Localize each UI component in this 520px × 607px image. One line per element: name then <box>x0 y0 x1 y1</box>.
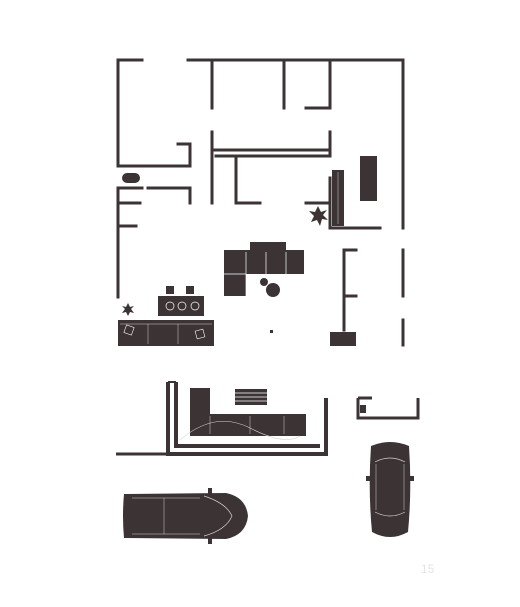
van <box>123 488 248 544</box>
bench <box>235 389 267 405</box>
walls <box>116 58 405 347</box>
potted-plant-small <box>122 303 134 316</box>
sectional-sofa <box>224 242 304 296</box>
terrace <box>116 381 420 456</box>
dining-table <box>158 286 204 316</box>
potted-plant <box>309 206 328 226</box>
furniture <box>118 156 377 346</box>
kitchen-counter-long <box>190 414 306 436</box>
bench <box>330 332 356 346</box>
sofa <box>118 320 214 346</box>
toilet <box>122 173 140 183</box>
car <box>366 442 414 537</box>
side-table <box>260 278 268 286</box>
point-marker <box>270 330 273 333</box>
kitchen-counter <box>190 388 210 414</box>
kitchen-counter <box>360 156 377 201</box>
page-number: 15 <box>421 562 435 576</box>
coffee-table <box>266 283 280 297</box>
